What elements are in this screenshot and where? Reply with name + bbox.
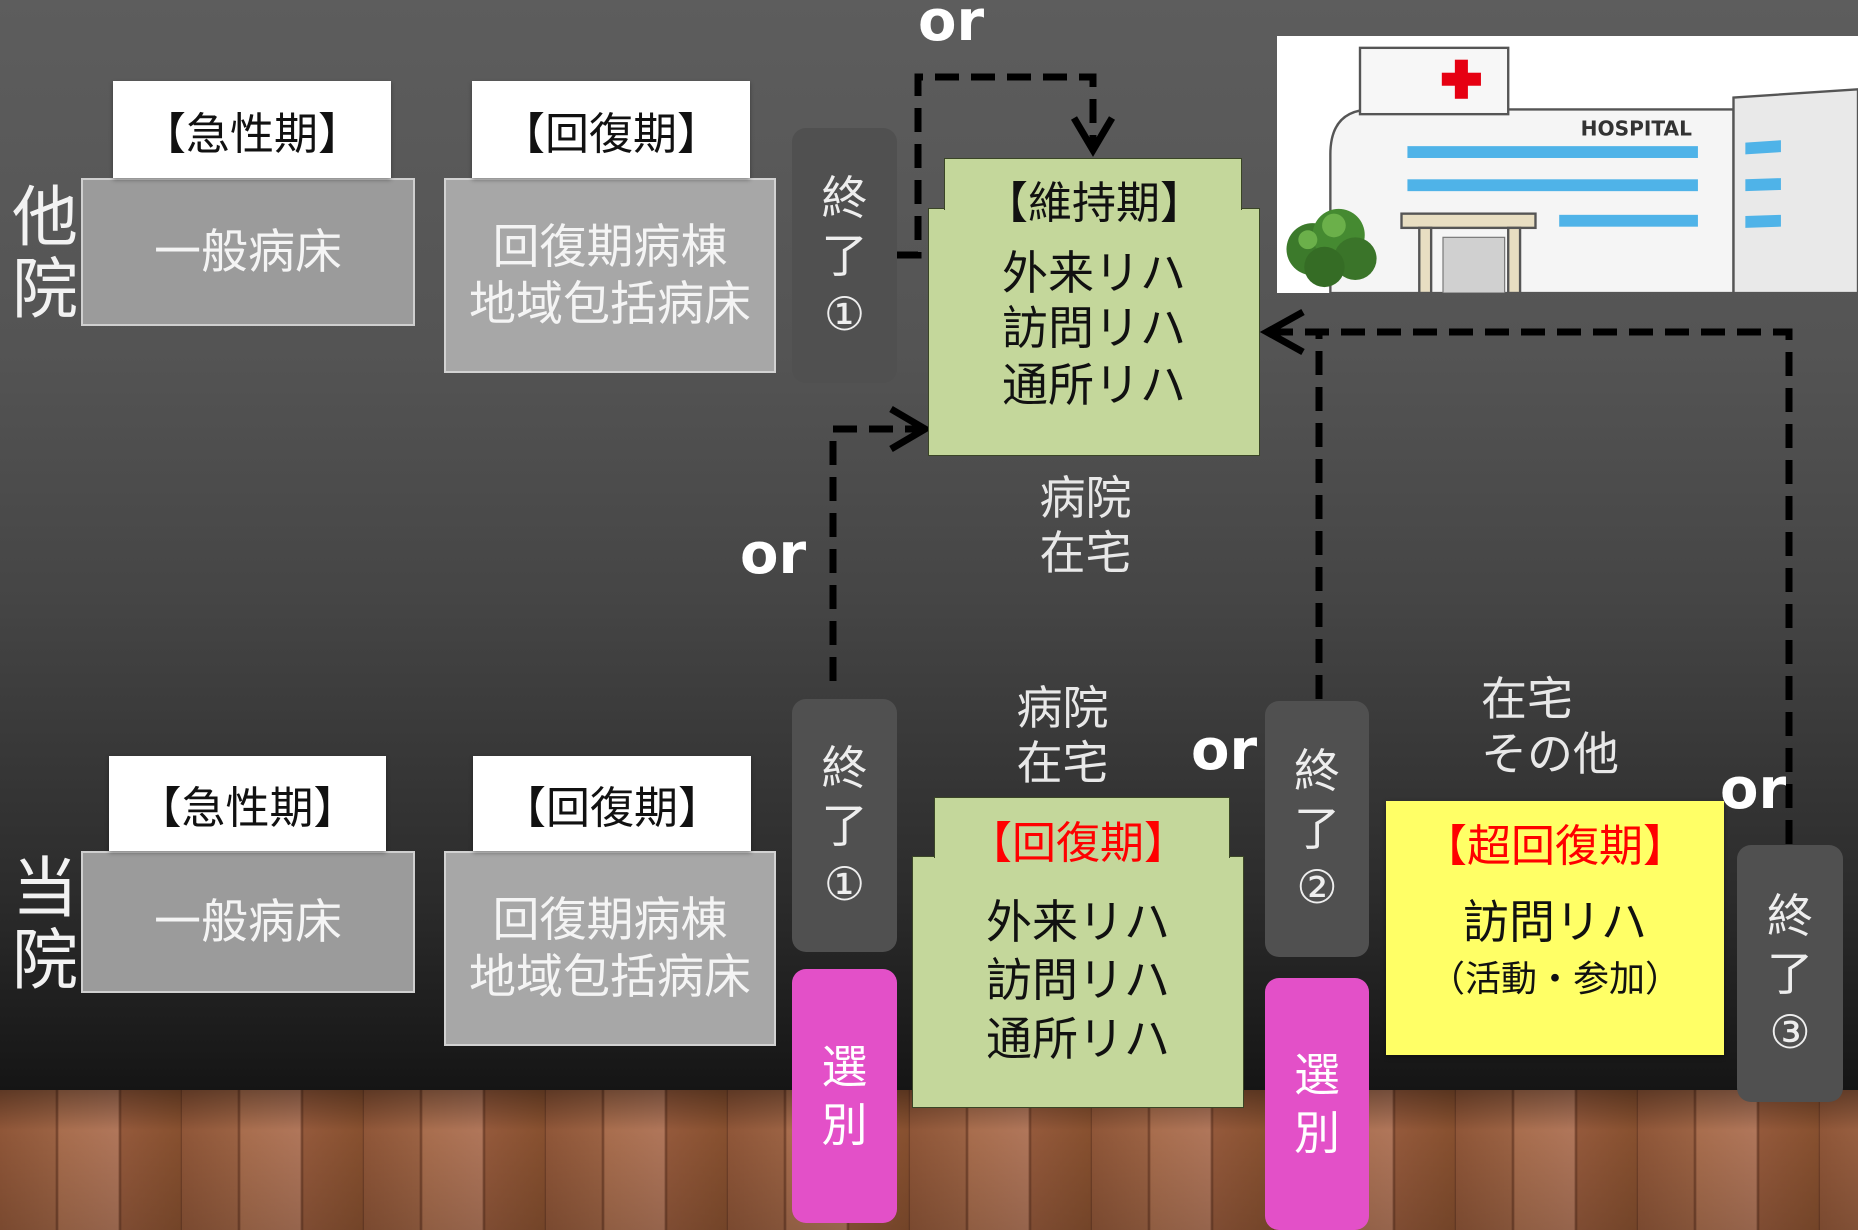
maintenance-setting-label: 病院 在宅 (1039, 471, 1132, 581)
other-hospital-label-char: 院 (12, 251, 78, 328)
general-ward-label: 一般病床 (154, 894, 342, 950)
setting-home: 在宅 (1481, 672, 1573, 726)
community-care-ward-label: 地域包括病床 (469, 949, 751, 1005)
end-number: ① (823, 286, 866, 341)
own-acute-phase-header: 【急性期】 (109, 756, 386, 851)
or-label-middle: or (1191, 718, 1258, 783)
recovery-ward-label: 回復期病棟 (492, 219, 728, 275)
setting-home: 在宅 (1016, 736, 1109, 790)
other-recovery-ward-box: 回復期病棟 地域包括病床 (444, 178, 776, 373)
own-hospital-label-char: 院 (12, 922, 78, 999)
acute-phase-label: 【急性期】 (142, 108, 362, 160)
end-number: ① (823, 856, 866, 911)
own-end-1-box: 終 了 ① (792, 699, 897, 952)
general-ward-label: 一般病床 (154, 224, 342, 280)
home-visit-rehab-label: 訪問リハ (1002, 301, 1186, 355)
tree-icon (1286, 208, 1377, 288)
own-selection-2-box: 選 別 (1265, 978, 1369, 1230)
other-end-1-box: 終 了 ① (792, 128, 897, 383)
selection-char: 選 (821, 1040, 868, 1094)
arrowhead-left-icon (1259, 308, 1305, 356)
activity-participation-note: （活動・参加） (1428, 959, 1681, 1000)
end-char: 終 (821, 170, 868, 225)
end-char: 終 (1294, 744, 1340, 798)
end-number: ② (1296, 860, 1338, 914)
day-care-rehab-label: 通所リハ (1002, 358, 1186, 412)
selection-char: 別 (821, 1098, 868, 1152)
or-label-top: or (918, 0, 985, 54)
outpatient-rehab-label: 外来リハ (986, 895, 1170, 949)
day-care-rehab-label: 通所リハ (986, 1012, 1170, 1066)
or-label-left: or (740, 522, 807, 587)
arrow-own-end1-to-maintenance (829, 425, 920, 681)
own-end-3-box: 終 了 ③ (1737, 845, 1843, 1102)
end-char: 終 (821, 740, 868, 795)
other-hospital-label-char: 他 (12, 179, 78, 256)
outpatient-rehab-label: 外来リハ (1002, 246, 1186, 300)
setting-other: その他 (1481, 727, 1619, 781)
end-char: 了 (821, 228, 868, 283)
setting-hospital: 病院 (1016, 681, 1109, 735)
other-hospital-label: 他 院 (9, 182, 81, 326)
arrowhead-down-icon (1070, 116, 1116, 157)
own-end-2-box: 終 了 ② (1265, 701, 1369, 957)
outpatient-recovery-body (912, 856, 1244, 1108)
recovery-phase-label: 【回復期】 (501, 108, 721, 160)
super-recovery-header: 【超回復期】 (1423, 821, 1687, 872)
hospital-sign: HOSPITAL (1581, 116, 1692, 140)
other-general-ward-box: 一般病床 (81, 178, 415, 326)
own-recovery-phase-header: 【回復期】 (473, 756, 751, 851)
maintenance-phase-block: 【維持期】 外来リハ 訪問リハ 通所リハ (928, 158, 1260, 456)
own-hospital-label-char: 当 (12, 850, 78, 927)
other-acute-phase-header: 【急性期】 (113, 81, 391, 178)
super-recovery-phase-block: 【超回復期】 訪問リハ （活動・参加） (1386, 801, 1724, 1055)
selection-char: 別 (1294, 1106, 1340, 1160)
selection-char: 選 (1294, 1048, 1340, 1102)
end-char: 了 (1767, 946, 1813, 1001)
outpatient-recovery-phase-block: 【回復期】 外来リハ 訪問リハ 通所リハ (912, 797, 1244, 1108)
own-recovery-ward-box: 回復期病棟 地域包括病床 (444, 851, 776, 1046)
end-char: 了 (1294, 802, 1340, 856)
own-hospital-label: 当 院 (9, 853, 81, 997)
maintenance-phase-header: 【維持期】 (984, 178, 1204, 229)
other-recovery-phase-header: 【回復期】 (472, 81, 750, 178)
community-care-ward-label: 地域包括病床 (469, 276, 751, 332)
home-visit-rehab-label: 訪問リハ (1463, 895, 1647, 949)
own-selection-1-box: 選 別 (792, 969, 897, 1223)
outpatient-recovery-setting-label: 病院 在宅 (1016, 681, 1109, 791)
arrowhead-right-icon (889, 405, 932, 453)
own-general-ward-box: 一般病床 (81, 851, 415, 993)
wooden-floor (0, 1090, 1858, 1230)
hospital-illustration: HOSPITAL (1286, 46, 1858, 295)
hospital-building-icon: HOSPITAL (1277, 36, 1858, 295)
setting-home: 在宅 (1039, 526, 1132, 580)
outpatient-recovery-tab (934, 797, 1230, 858)
setting-hospital: 病院 (1039, 471, 1132, 525)
recovery-phase-label: 【回復期】 (502, 782, 722, 834)
end-char: 終 (1767, 888, 1813, 943)
recovery-ward-label: 回復期病棟 (492, 892, 728, 948)
or-label-right: or (1720, 757, 1787, 822)
acute-phase-label: 【急性期】 (137, 782, 358, 834)
outpatient-recovery-header: 【回復期】 (968, 818, 1188, 869)
super-recovery-setting-label: 在宅 その他 (1481, 672, 1681, 782)
home-visit-rehab-label: 訪問リハ (986, 953, 1170, 1007)
end-number: ③ (1769, 1004, 1811, 1059)
end-char: 了 (821, 798, 868, 853)
